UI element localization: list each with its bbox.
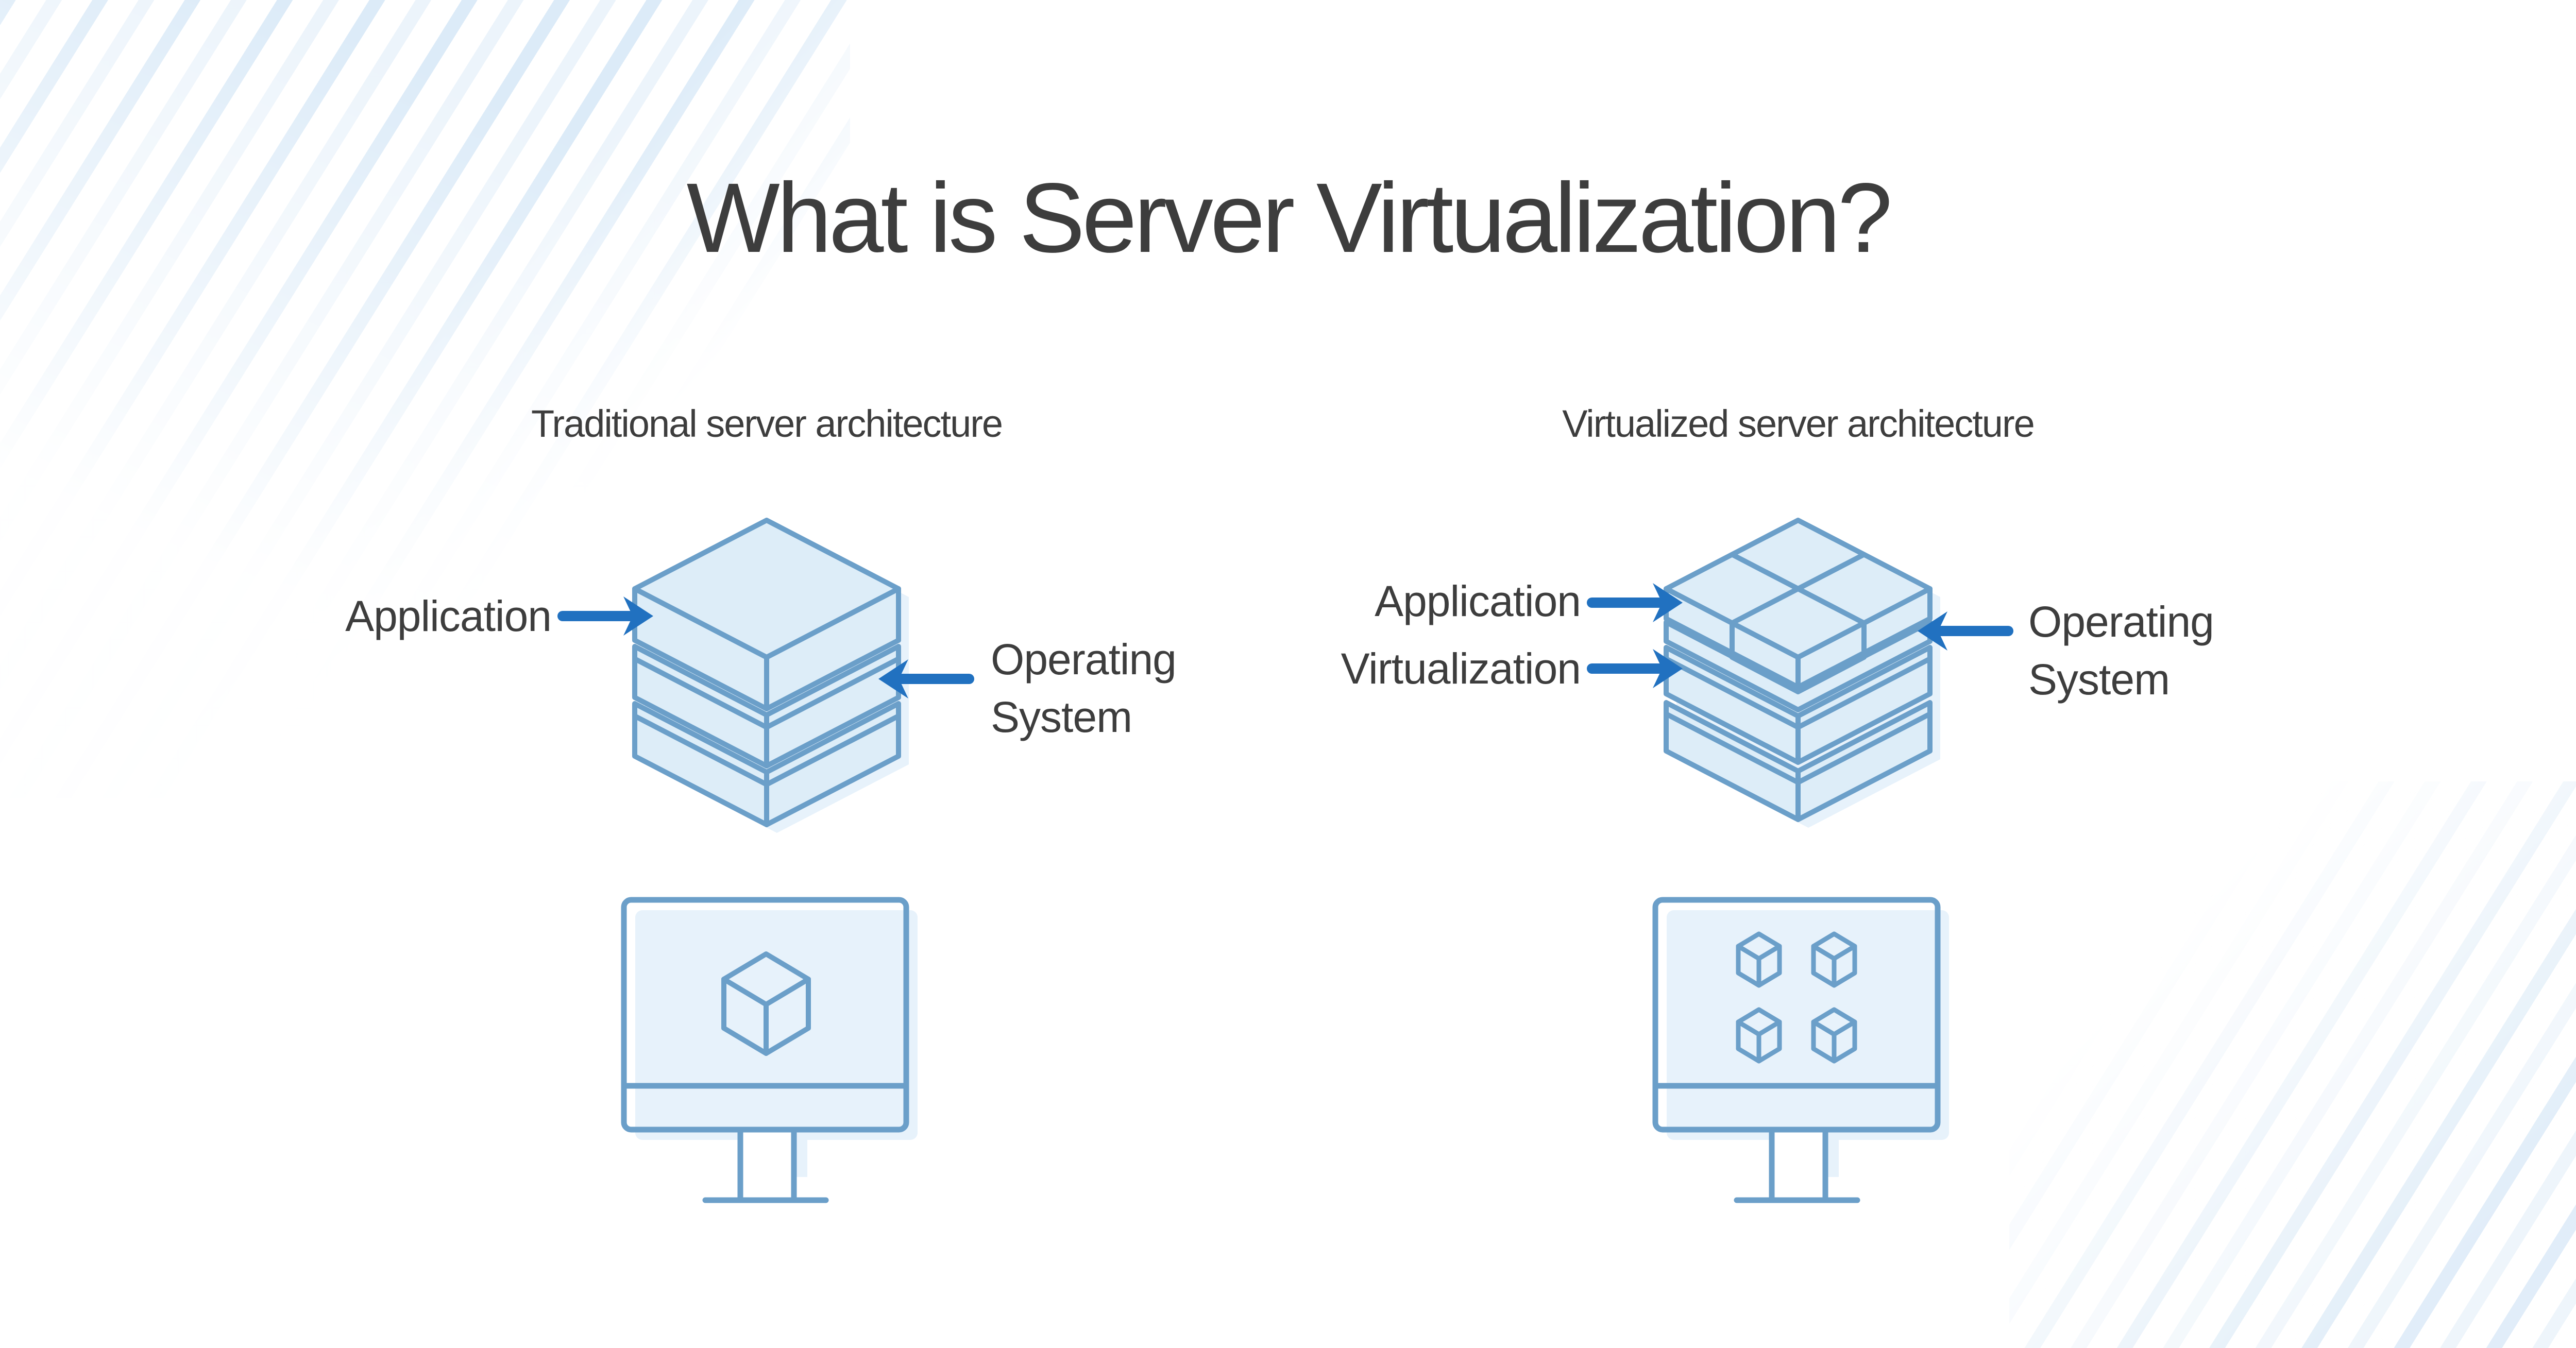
arrow-tail	[1936, 626, 2013, 636]
arrow-head	[1653, 583, 1683, 622]
operating-system-arrow-left-icon	[878, 659, 974, 698]
application-arrow-left-icon	[557, 596, 653, 636]
arrow-head	[1918, 611, 1947, 651]
monitor-shadow	[1667, 910, 1949, 1140]
virtualized-application-label: Application	[1375, 577, 1581, 625]
operating-system-arrow-right-icon	[1918, 611, 2013, 651]
virtualized-monitor-icon	[1652, 897, 1949, 1203]
vm-cube-1-icon	[1736, 931, 1782, 988]
vm-cube-4-icon	[1811, 1007, 1857, 1064]
traditional-monitor-icon	[621, 897, 918, 1203]
arrow-head	[1653, 649, 1683, 688]
virtualized-operating-system-label: Operating System	[2028, 598, 2214, 704]
page-title: What is Server Virtualization?	[686, 162, 1893, 273]
application-arrow-right-icon	[1587, 583, 1683, 622]
arrow-head	[623, 596, 653, 636]
traditional-application-label: Application	[345, 592, 552, 640]
virtualized-server-stack-icon	[1664, 518, 1940, 828]
virtualized-architecture-heading: Virtualized server architecture	[1562, 402, 2035, 445]
virtualized-virtualization-label: Virtualization	[1341, 644, 1581, 693]
traditional-architecture-heading: Traditional server architecture	[531, 402, 1003, 445]
traditional-operating-system-label: Operating System	[991, 635, 1177, 741]
arrow-tail	[1587, 598, 1664, 608]
monitor-neck	[737, 1127, 797, 1203]
arrow-tail	[897, 674, 974, 684]
single-vm-cube-icon	[721, 951, 811, 1056]
virtualization-arrow-icon	[1587, 649, 1683, 688]
traditional-server-stack-icon	[632, 518, 909, 833]
vm-cube-2-icon	[1811, 931, 1857, 988]
vm-cube-3-icon	[1736, 1007, 1782, 1064]
vm-grid-line-b	[1730, 552, 1867, 626]
callout-arrows	[557, 583, 2013, 698]
arrow-tail	[557, 611, 635, 621]
arrow-head	[878, 659, 908, 698]
monitor-shadow	[635, 910, 918, 1140]
monitor-neck	[1769, 1127, 1828, 1203]
arrow-tail	[1587, 663, 1664, 674]
